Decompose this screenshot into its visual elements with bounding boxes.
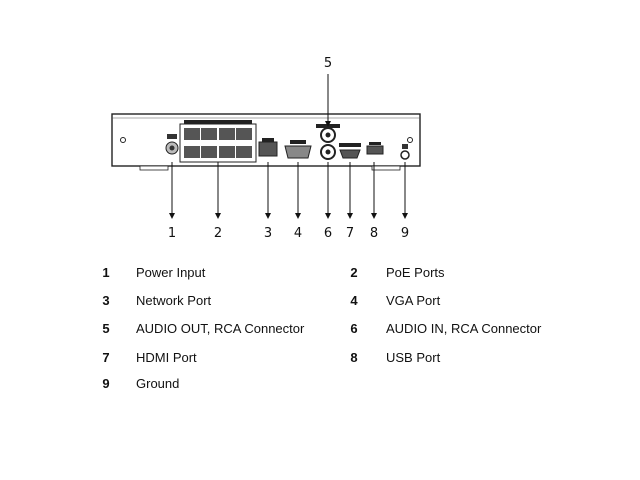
ground-terminal-icon bbox=[400, 144, 410, 160]
legend-label-8: USB Port bbox=[386, 350, 441, 365]
legend-num-8: 8 bbox=[350, 350, 358, 365]
audio-connectors-icon bbox=[316, 124, 340, 160]
rear-panel-diagram: 5 1 2 3 4 6 7 8 9 bbox=[111, 56, 421, 241]
callout-top: 5 bbox=[324, 56, 332, 71]
callout-9: 9 bbox=[401, 226, 409, 241]
callout-8: 8 bbox=[370, 226, 378, 241]
hdmi-port-icon bbox=[339, 143, 361, 159]
poe-ports-icon bbox=[179, 120, 257, 163]
vga-port-icon bbox=[284, 140, 312, 159]
nvr-chassis bbox=[111, 113, 421, 171]
legend-label-7: HDMI Port bbox=[136, 350, 197, 365]
legend-label-4: VGA Port bbox=[386, 293, 441, 308]
usb-port-icon bbox=[366, 142, 384, 155]
legend-num-5: 5 bbox=[102, 321, 110, 336]
power-input-icon bbox=[165, 134, 179, 155]
legend-num-7: 7 bbox=[102, 350, 110, 365]
legend-num-6: 6 bbox=[350, 321, 358, 336]
callout-4: 4 bbox=[294, 226, 302, 241]
callout-6: 6 bbox=[324, 226, 332, 241]
legend-label-5: AUDIO OUT, RCA Connector bbox=[136, 321, 305, 336]
legend-num-1: 1 bbox=[102, 265, 110, 280]
legend-label-3: Network Port bbox=[136, 293, 212, 308]
legend-label-2: PoE Ports bbox=[386, 265, 445, 280]
legend-label-6: AUDIO IN, RCA Connector bbox=[386, 321, 542, 336]
callout-2: 2 bbox=[214, 226, 222, 241]
legend-num-3: 3 bbox=[102, 293, 110, 308]
legend-num-2: 2 bbox=[350, 265, 358, 280]
callout-7: 7 bbox=[346, 226, 354, 241]
leader-lines bbox=[169, 74, 408, 219]
legend-label-1: Power Input bbox=[136, 265, 206, 280]
callout-3: 3 bbox=[264, 226, 272, 241]
legend-label-9: Ground bbox=[136, 376, 180, 391]
legend-num-4: 4 bbox=[350, 293, 358, 308]
network-port-icon bbox=[258, 138, 278, 157]
legend-num-9: 9 bbox=[102, 376, 110, 391]
callout-1: 1 bbox=[168, 226, 176, 241]
